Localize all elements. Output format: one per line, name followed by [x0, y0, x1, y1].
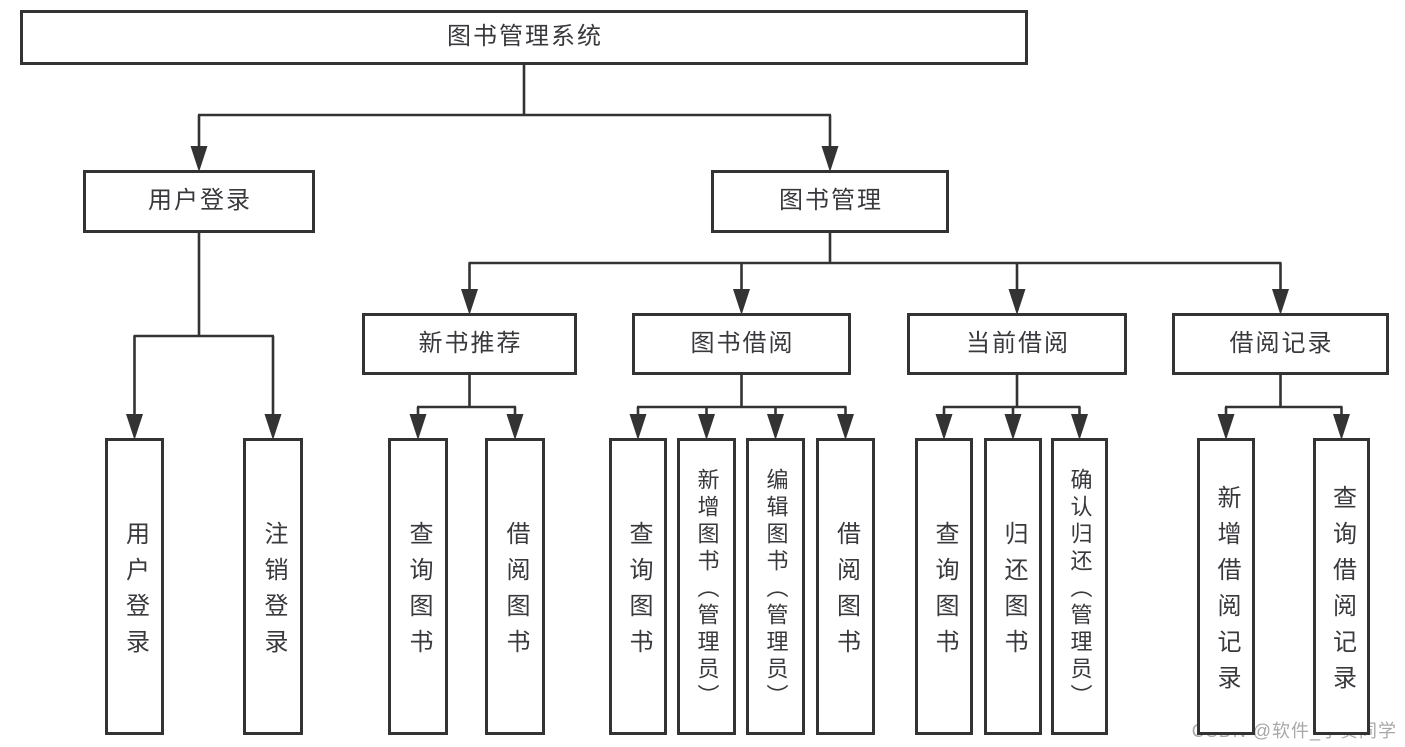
node-label: 确认归还（管理员）: [1067, 467, 1093, 711]
node-label: 用户登录: [148, 187, 252, 215]
node-label: 查询图书: [931, 520, 958, 665]
arrowhead-icon: [1071, 414, 1088, 440]
arrowhead-icon: [1217, 414, 1235, 440]
node-label: 借阅图书: [832, 520, 860, 665]
arrowhead-icon: [935, 414, 953, 440]
arrowhead-icon: [767, 414, 784, 440]
arrowhead-icon: [629, 414, 647, 440]
node-label: 当前借阅: [966, 329, 1070, 357]
arrowhead-icon: [1004, 414, 1022, 440]
node-label: 查询借阅记录: [1328, 484, 1356, 701]
arrowhead-icon: [264, 414, 282, 440]
node-rec-query-book: 查询图书: [388, 438, 448, 735]
node-borrow-borrow-book: 借阅图书: [816, 438, 875, 735]
node-label: 查询图书: [625, 520, 652, 665]
node-current-query-book: 查询图书: [915, 438, 973, 735]
arrowhead-icon: [837, 414, 854, 440]
node-borrow-add-book: 新增图书（管理员）: [677, 438, 736, 735]
node-borrow-records: 借阅记录: [1172, 313, 1389, 375]
node-root: 图书管理系统: [20, 10, 1028, 65]
node-label: 编辑图书（管理员）: [763, 467, 789, 711]
node-records-query-record: 查询借阅记录: [1313, 438, 1370, 735]
node-label: 查询图书: [405, 520, 432, 665]
node-current-return-book: 归还图书: [984, 438, 1042, 735]
node-current-confirm-return: 确认归还（管理员）: [1051, 438, 1108, 735]
node-new-book-rec: 新书推荐: [362, 313, 577, 375]
node-borrow-query-book: 查询图书: [609, 438, 667, 735]
node-label: 借阅图书: [502, 520, 529, 665]
node-label: 新增借阅记录: [1213, 484, 1240, 701]
arrowhead-icon: [190, 146, 208, 172]
arrowhead-icon: [698, 414, 715, 440]
node-label: 借阅记录: [1229, 329, 1334, 357]
arrowhead-icon: [1008, 289, 1026, 315]
node-current-borrow: 当前借阅: [907, 313, 1127, 375]
arrowhead-icon: [1272, 289, 1289, 315]
arrowhead-icon: [821, 146, 839, 172]
arrowhead-icon: [506, 414, 524, 440]
node-book-borrow: 图书借阅: [632, 313, 851, 375]
node-login-op: 用户登录: [105, 438, 164, 735]
node-label: 图书管理: [779, 187, 883, 215]
arrowhead-icon: [126, 414, 143, 440]
node-records-add-record: 新增借阅记录: [1197, 438, 1255, 735]
node-label: 归还图书: [1000, 520, 1027, 665]
node-logout-op: 注销登录: [243, 438, 303, 735]
arrowhead-icon: [733, 289, 750, 315]
arrowhead-icon: [409, 414, 427, 440]
arrowhead-icon: [1333, 414, 1350, 440]
node-borrow-edit-book: 编辑图书（管理员）: [746, 438, 805, 735]
node-rec-borrow-book: 借阅图书: [485, 438, 545, 735]
node-label: 图书管理系统: [447, 23, 603, 51]
node-user-login: 用户登录: [83, 170, 315, 233]
node-book-mgmt: 图书管理: [711, 170, 949, 233]
node-label: 注销登录: [260, 520, 287, 665]
node-label: 新增图书（管理员）: [694, 467, 720, 711]
node-label: 图书借阅: [690, 329, 795, 357]
node-label: 用户登录: [121, 520, 149, 665]
arrowhead-icon: [461, 289, 478, 315]
node-label: 新书推荐: [418, 329, 523, 357]
